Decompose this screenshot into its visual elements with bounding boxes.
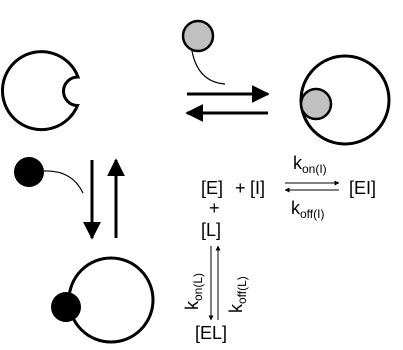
koff-ligand-sub: off(L): [235, 276, 249, 304]
koff-inhibitor-sub: off(I): [300, 207, 324, 221]
free-enzyme-shape: [0, 50, 81, 132]
koff-ligand-label: koff(L): [226, 276, 249, 313]
bound-ligand: [51, 292, 81, 322]
enzyme-ligand-complex: [67, 256, 155, 344]
label-enzyme-inhibitor: [EI]: [349, 178, 376, 198]
kon-inhibitor-label: kon(I): [293, 153, 327, 176]
ligand-approach-curve: [43, 170, 84, 194]
kon-inhibitor-k: k: [293, 153, 303, 173]
kon-ligand-k: k: [182, 300, 202, 310]
label-plus-inhibitor: +: [235, 178, 246, 198]
kon-inhibitor-sub: on(I): [302, 162, 327, 176]
label-ligand: [L]: [201, 220, 221, 240]
kon-ligand-label: kon(L): [182, 273, 205, 310]
koff-inhibitor-k: k: [291, 198, 301, 218]
inhibitor-approach-curve: [191, 50, 226, 85]
kon-ligand-sub: on(L): [191, 273, 205, 301]
bound-inhibitor: [299, 87, 333, 121]
label-enzyme: [E]: [201, 178, 223, 198]
label-inhibitor: [I]: [250, 178, 265, 198]
label-enzyme-ligand: [EL]: [195, 323, 227, 343]
koff-ligand-k: k: [226, 303, 246, 313]
koff-inhibitor-label: koff(I): [291, 198, 324, 221]
label-plus-ligand: +: [209, 198, 220, 218]
ligand-molecule: [14, 157, 44, 187]
inhibitor-molecule: [181, 19, 215, 53]
